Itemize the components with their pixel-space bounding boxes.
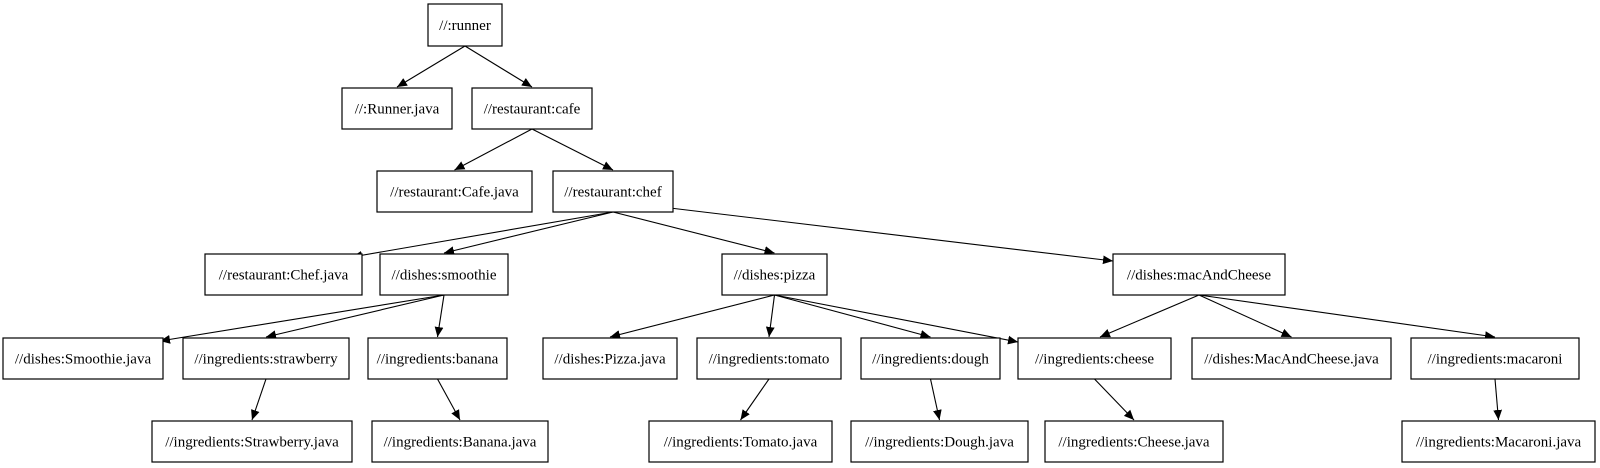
node-label: //ingredients:macaroni bbox=[1428, 352, 1563, 368]
node-box bbox=[542, 337, 678, 380]
edge-macaroni-macaroni_java bbox=[1493, 378, 1503, 421]
edge-smoothie-smoothie_java bbox=[159, 294, 445, 344]
edge-cafe-cafe_java bbox=[454, 128, 533, 171]
node-box bbox=[182, 337, 350, 380]
node-strawberry: //ingredients:strawberry bbox=[182, 337, 350, 380]
node-box bbox=[1044, 420, 1224, 463]
node-label: //dishes:Smoothie.java bbox=[15, 352, 152, 368]
node-macaroni_java: //ingredients:Macaroni.java bbox=[1401, 420, 1596, 463]
node-box bbox=[1410, 337, 1580, 380]
node-pizza: //dishes:pizza bbox=[721, 253, 828, 296]
edge-chef-pizza bbox=[612, 211, 775, 255]
node-chef_java: //restaurant:Chef.java bbox=[204, 253, 363, 296]
node-label: //ingredients:Dough.java bbox=[865, 435, 1014, 451]
node-macaroni: //ingredients:macaroni bbox=[1410, 337, 1580, 380]
node-label: //ingredients:Tomato.java bbox=[664, 435, 818, 451]
node-macandcheese_java: //dishes:MacAndCheese.java bbox=[1191, 337, 1392, 380]
node-box bbox=[1401, 420, 1596, 463]
node-chef: //restaurant:chef bbox=[552, 170, 674, 213]
edge-banana-banana_java bbox=[437, 378, 461, 421]
edge-runner-runner_java bbox=[396, 45, 466, 88]
edge-chef-smoothie bbox=[443, 211, 614, 255]
node-label: //ingredients:Strawberry.java bbox=[165, 435, 339, 451]
node-label: //dishes:Pizza.java bbox=[554, 352, 666, 368]
node-box bbox=[850, 420, 1029, 463]
edge-runner-cafe bbox=[464, 45, 533, 88]
node-box bbox=[427, 3, 503, 47]
edge-macandcheese-macandcheese_java bbox=[1198, 294, 1292, 338]
node-label: //dishes:MacAndCheese.java bbox=[1204, 352, 1379, 368]
node-box bbox=[860, 337, 1001, 380]
node-box bbox=[696, 337, 842, 380]
node-cheese_java: //ingredients:Cheese.java bbox=[1044, 420, 1224, 463]
node-box bbox=[721, 253, 828, 296]
edge-macandcheese-cheese bbox=[1099, 294, 1200, 338]
edge-pizza-tomato bbox=[765, 294, 776, 338]
node-label: //dishes:pizza bbox=[734, 268, 816, 284]
node-cheese: //ingredients:cheese bbox=[1017, 337, 1172, 380]
edge-cafe-chef bbox=[531, 128, 614, 171]
node-runner_java: //:Runner.java bbox=[341, 87, 453, 130]
node-banana_java: //ingredients:Banana.java bbox=[371, 420, 549, 463]
node-banana: //ingredients:banana bbox=[367, 337, 508, 380]
node-label: //dishes:macAndCheese bbox=[1127, 268, 1271, 284]
node-label: //ingredients:cheese bbox=[1035, 352, 1154, 368]
edge-strawberry-strawberry_java bbox=[251, 378, 267, 421]
node-box bbox=[371, 420, 549, 463]
node-label: //restaurant:Cafe.java bbox=[390, 185, 519, 201]
edge-chef-chef_java bbox=[351, 211, 614, 260]
edge-tomato-tomato_java bbox=[740, 378, 770, 421]
node-box bbox=[471, 87, 593, 130]
node-box bbox=[2, 337, 164, 380]
node-label: //ingredients:tomato bbox=[709, 352, 830, 368]
node-cafe_java: //restaurant:Cafe.java bbox=[376, 170, 533, 213]
node-box bbox=[367, 337, 508, 380]
edge-macandcheese-macaroni bbox=[1198, 294, 1496, 340]
node-pizza_java: //dishes:Pizza.java bbox=[542, 337, 678, 380]
node-label: //ingredients:dough bbox=[872, 352, 989, 368]
edge-chef-macandcheese bbox=[669, 207, 1114, 265]
node-box bbox=[1112, 253, 1286, 296]
node-box bbox=[552, 170, 674, 213]
node-smoothie: //dishes:smoothie bbox=[379, 253, 509, 296]
node-smoothie_java: //dishes:Smoothie.java bbox=[2, 337, 164, 380]
node-label: //:Runner.java bbox=[355, 102, 440, 118]
node-label: //dishes:smoothie bbox=[392, 268, 497, 284]
node-cafe: //restaurant:cafe bbox=[471, 87, 593, 130]
node-label: //restaurant:Chef.java bbox=[219, 268, 349, 284]
edge-pizza-cheese bbox=[774, 294, 1019, 345]
node-dough_java: //ingredients:Dough.java bbox=[850, 420, 1029, 463]
node-dough: //ingredients:dough bbox=[860, 337, 1001, 380]
node-label: //ingredients:Cheese.java bbox=[1058, 435, 1210, 451]
node-label: //ingredients:strawberry bbox=[194, 352, 338, 368]
node-box bbox=[648, 420, 833, 463]
edge-pizza-dough bbox=[774, 294, 931, 339]
node-label: //ingredients:Banana.java bbox=[384, 435, 537, 451]
edge-pizza-pizza_java bbox=[609, 294, 775, 339]
edge-smoothie-strawberry bbox=[265, 294, 445, 339]
node-tomato: //ingredients:tomato bbox=[696, 337, 842, 380]
node-label: //ingredients:banana bbox=[377, 352, 499, 368]
node-label: //restaurant:cafe bbox=[484, 102, 581, 118]
node-box bbox=[204, 253, 363, 296]
edge-cheese-cheese_java bbox=[1094, 378, 1135, 421]
node-box bbox=[341, 87, 453, 130]
node-box bbox=[1017, 337, 1172, 380]
node-label: //ingredients:Macaroni.java bbox=[1416, 435, 1582, 451]
node-label: //:runner bbox=[439, 18, 491, 34]
nodes-layer: //:runner //:Runner.java //restaurant:cafe… bbox=[2, 3, 1596, 463]
node-box bbox=[151, 420, 353, 463]
edge-smoothie-banana bbox=[434, 294, 445, 338]
node-macandcheese: //dishes:macAndCheese bbox=[1112, 253, 1286, 296]
node-box bbox=[379, 253, 509, 296]
edge-dough-dough_java bbox=[929, 378, 942, 421]
node-label: //restaurant:chef bbox=[564, 185, 661, 201]
node-runner: //:runner bbox=[427, 3, 503, 47]
node-box bbox=[1191, 337, 1392, 380]
node-box bbox=[376, 170, 533, 213]
node-tomato_java: //ingredients:Tomato.java bbox=[648, 420, 833, 463]
edges-layer bbox=[159, 45, 1503, 421]
node-strawberry_java: //ingredients:Strawberry.java bbox=[151, 420, 353, 463]
